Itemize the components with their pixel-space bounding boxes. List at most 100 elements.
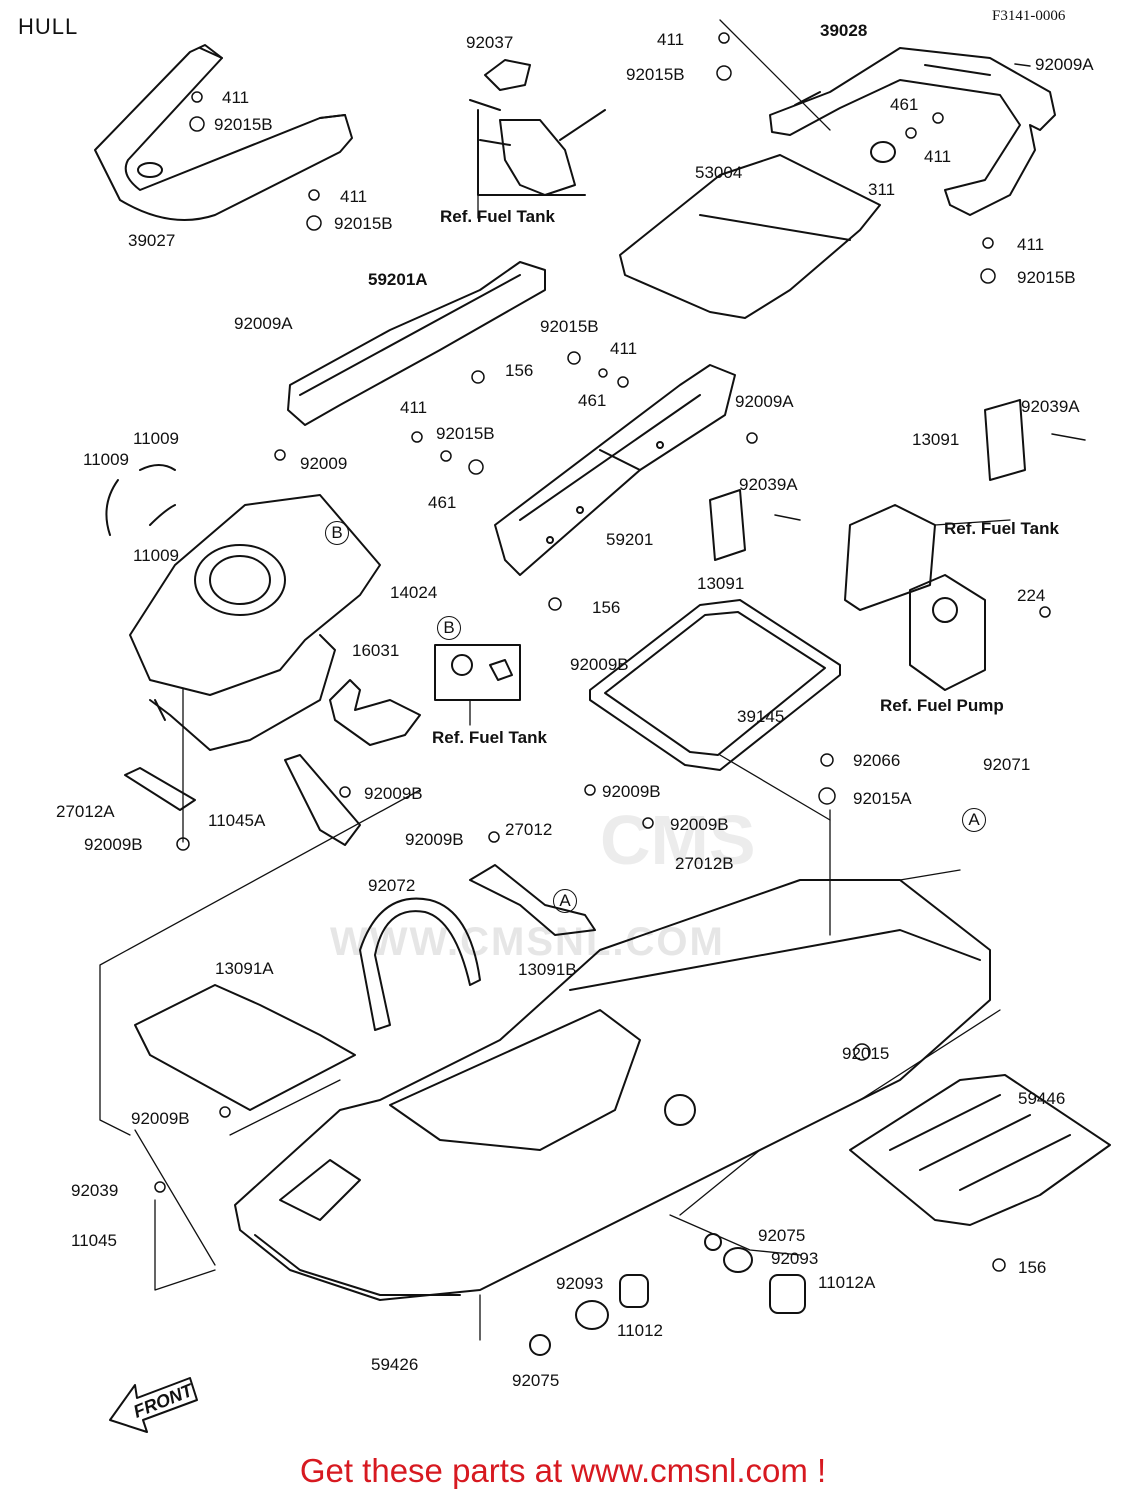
ref-marker-a-92071: A [962, 808, 986, 832]
part-39028-handlebar [769, 47, 1056, 216]
part-label: 92075 [512, 1371, 560, 1390]
part-13091A-plate [134, 984, 356, 1111]
part-label: 92015B [436, 424, 495, 443]
front-arrow-icon [109, 1377, 198, 1433]
part-label: 59201 [606, 530, 654, 549]
ref-label: Ref. Fuel Tank [440, 207, 555, 226]
part-label: 92015B [540, 317, 599, 336]
part-label: 92075 [758, 1226, 806, 1245]
part-label: 92009A [1035, 55, 1094, 74]
part-label: 92009B [670, 815, 729, 834]
part-label: 92039A [739, 475, 798, 494]
part-11045A-bracket [284, 754, 361, 846]
part-label: 27012 [505, 820, 553, 839]
part-label: 156 [505, 361, 534, 380]
part-label: 92009B [602, 782, 661, 801]
part-label: 13091A [215, 959, 274, 978]
part-label: 92071 [983, 755, 1031, 774]
part-label: 411 [1017, 235, 1045, 254]
part-label: 92009A [234, 314, 293, 333]
part-label: 92009B [364, 784, 423, 803]
part-label: 13091 [912, 430, 960, 449]
part-59446-grate [849, 1074, 1111, 1226]
part-label: 53004 [695, 163, 743, 182]
part-label: 411 [400, 398, 428, 417]
part-label: 156 [592, 598, 621, 617]
part-13091-clamp-b [984, 399, 1026, 481]
part-39027-handle-pole [94, 44, 353, 221]
part-label: 92009A [735, 392, 794, 411]
part-label: 13091B [518, 960, 577, 979]
part-label: 224 [1017, 586, 1046, 605]
part-39145-gasket [589, 599, 841, 771]
part-13091-clamp [709, 489, 746, 561]
part-label: 311 [868, 180, 896, 199]
part-label: 411 [340, 187, 368, 206]
watermark-logo: CMS [600, 801, 756, 879]
part-label: 39145 [737, 707, 785, 726]
promo-link[interactable]: Get these parts at www.cmsnl.com ! [299, 1452, 827, 1489]
part-label: 92066 [853, 751, 901, 770]
part-label: 92009B [570, 655, 629, 674]
part-label: 411 [610, 339, 638, 358]
figure-code: F3141-0006 [992, 8, 1066, 24]
ref-label: Ref. Fuel Tank [432, 728, 547, 747]
ref-label: Ref. Fuel Tank [944, 519, 1059, 538]
part-fuel-pump [844, 504, 986, 691]
part-label: 11009 [133, 546, 180, 565]
part-label: 11009 [133, 429, 180, 448]
part-label: 92015B [626, 65, 685, 84]
part-label: 92009B [84, 835, 143, 854]
part-label: 92015B [1017, 268, 1076, 287]
watermark-site: WWW.CMSNL.COM [330, 920, 725, 964]
part-label: 11045A [208, 811, 266, 830]
part-92037-throttle [469, 59, 606, 196]
ref-marker-b-top: B [325, 521, 349, 545]
part-label: 92015A [853, 789, 912, 808]
part-label: 92015B [334, 214, 393, 233]
part-label: 14024 [390, 583, 438, 602]
diagram-title: HULL [18, 14, 79, 39]
part-label: 92015 [842, 1044, 890, 1063]
part-92072-strap [359, 897, 481, 1031]
part-label: 461 [578, 391, 607, 410]
part-fuel-tank-bracket [329, 679, 421, 746]
part-label: 16031 [352, 641, 400, 660]
part-label: 92009B [131, 1109, 190, 1128]
part-label: 92072 [368, 876, 416, 895]
part-label: 92039A [1021, 397, 1080, 416]
part-label: 461 [890, 95, 919, 114]
ref-marker-a-hull: A [553, 889, 577, 913]
part-label: 92039 [71, 1181, 119, 1200]
part-fasteners [154, 32, 1086, 1272]
ref-marker-b-bracket: B [437, 616, 461, 640]
part-label: 11012A [818, 1273, 876, 1292]
part-label: 411 [222, 88, 250, 107]
part-label: 59201A [368, 270, 428, 289]
part-label: 411 [924, 147, 952, 166]
part-label: 39027 [128, 231, 176, 250]
part-label: 11012 [617, 1321, 664, 1340]
part-label: 59426 [371, 1355, 419, 1374]
part-label: 59446 [1018, 1089, 1066, 1108]
part-14024-tank [129, 494, 381, 751]
part-label: 92015B [214, 115, 273, 134]
part-59201-cover [494, 364, 736, 576]
ref-label: Ref. Fuel Pump [880, 696, 1004, 715]
part-b-bracket [434, 644, 521, 701]
part-59201A-cover [287, 261, 546, 426]
part-label: 11009 [83, 450, 130, 469]
part-label: 92009B [405, 830, 464, 849]
leader-lines [99, 19, 1011, 1341]
part-label: 411 [657, 30, 685, 49]
part-label: 461 [428, 493, 457, 512]
part-27012A-bracket [124, 767, 196, 811]
part-53004-pad [619, 154, 881, 319]
part-label: 92093 [771, 1249, 819, 1268]
part-label: 27012A [56, 802, 115, 821]
part-label: 92093 [556, 1274, 604, 1293]
part-label: 39028 [820, 21, 868, 40]
part-label: 92009 [300, 454, 348, 473]
